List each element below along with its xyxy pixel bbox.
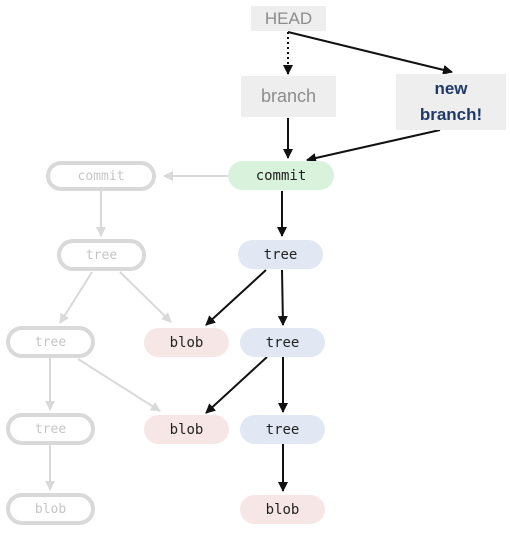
old-tree-root: tree <box>57 239 146 271</box>
old-commit: commit <box>46 161 156 191</box>
edge-new-branch-to-commit <box>306 129 441 163</box>
current-tree-leaf: tree <box>240 415 325 444</box>
old-blob: blob <box>6 493 95 525</box>
current-tree-sub: tree <box>240 328 325 357</box>
current-tree-root: tree <box>238 240 323 269</box>
edge-subtree-to-blob-2 <box>205 356 268 414</box>
edge-tree-to-subtree <box>277 269 288 326</box>
new-branch-ref: new branch! <box>396 74 506 130</box>
branch-ref: branch <box>241 76 336 117</box>
edge-old-tree-to-blob-1 <box>119 271 172 323</box>
edge-tree-to-blob-1 <box>205 269 267 326</box>
edge-head-to-new-branch <box>287 31 453 75</box>
blob-3: blob <box>240 495 325 524</box>
head-ref: HEAD <box>251 6 326 31</box>
current-commit: commit <box>228 161 334 190</box>
blob-2: blob <box>144 415 229 444</box>
edge-old-tree-to-old-subtree <box>59 271 93 324</box>
blob-1: blob <box>144 328 229 357</box>
old-tree-sub: tree <box>6 326 95 358</box>
edge-old-subtree-to-blob-2 <box>77 358 161 412</box>
old-tree-leaf: tree <box>6 413 95 445</box>
